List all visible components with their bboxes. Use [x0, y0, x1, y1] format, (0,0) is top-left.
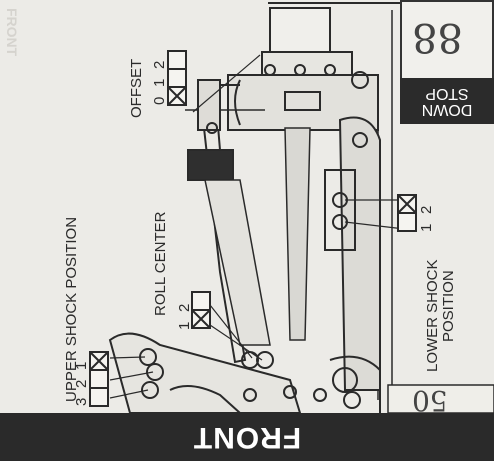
down-stop-line2: STOP: [425, 85, 469, 102]
upper-shock-option-3: 3: [73, 397, 90, 406]
down-stop-handwritten-value: 88: [412, 14, 463, 60]
roll-center-option-2: 2: [176, 303, 193, 312]
lower-shock-option-1: 1: [418, 223, 435, 232]
down-stop-label-bg: [400, 78, 494, 124]
upper-shock-title: UPPER SHOCK POSITION: [63, 216, 80, 402]
offset-option-1: 1: [151, 78, 168, 87]
lower-shock-option-2: 2: [418, 205, 435, 214]
front-label: FRONT: [192, 421, 302, 454]
roll-center-option-1: 1: [176, 321, 193, 330]
down-stop-label: DOWN STOP: [400, 78, 494, 124]
lower-shock-title-line1: LOWER SHOCK: [424, 259, 441, 372]
offset-option-2: 2: [151, 60, 168, 69]
offset-option-0: 0: [151, 96, 168, 105]
front-banner: [0, 413, 494, 461]
ghost-front-text: FRONT: [4, 8, 20, 57]
lower-shock-title-line2: POSITION: [440, 270, 457, 342]
upper-shock-option-1: 1: [73, 361, 90, 370]
down-stop-line1: DOWN: [421, 101, 473, 118]
offset-title: OFFSET: [128, 58, 145, 118]
roll-center-title: ROLL CENTER: [152, 211, 169, 316]
upper-shock-option-2: 2: [73, 379, 90, 388]
